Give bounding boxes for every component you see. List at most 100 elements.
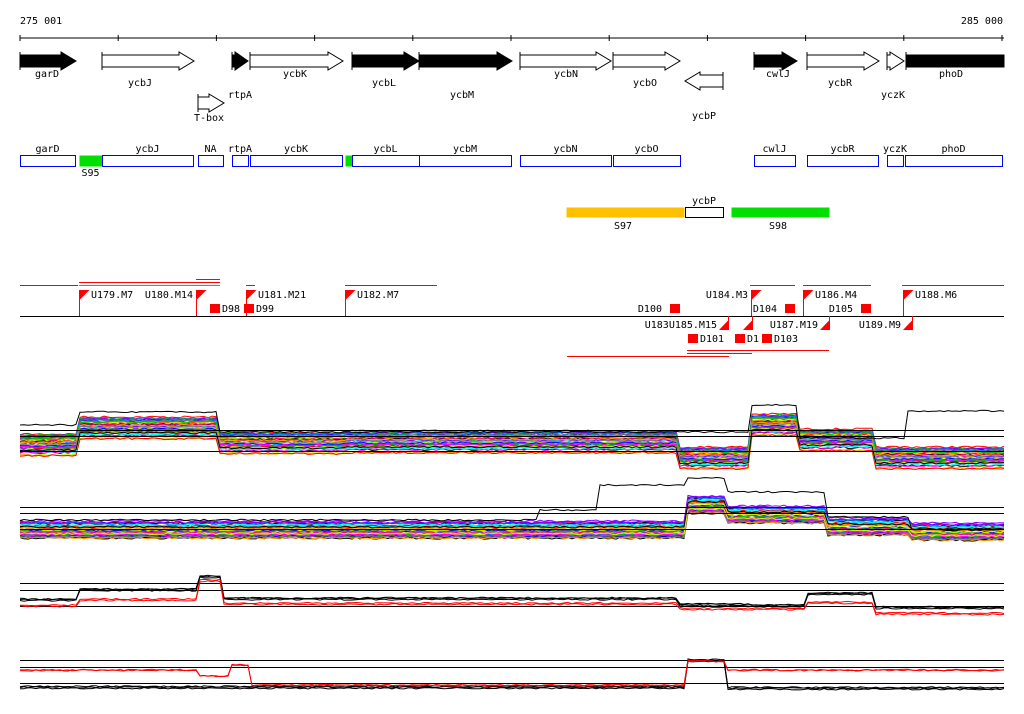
expression-profile-line	[19, 500, 1005, 531]
expression-profile-line	[19, 417, 1005, 454]
gene-arrow-ycbO	[612, 51, 681, 71]
gene-label: T-box	[194, 113, 224, 124]
expression-profile-line	[19, 495, 1005, 526]
annotation-label: ycbL	[373, 144, 397, 155]
expression-profile-line	[19, 476, 1005, 532]
expression-profile-line	[19, 507, 1005, 538]
gene-label: ycbK	[283, 69, 307, 80]
annotation-label: ycbM	[453, 144, 477, 155]
expression-profile-line	[20, 497, 1005, 528]
up-marker-flag-icon	[246, 290, 257, 300]
annotation-label: cwlJ	[762, 144, 786, 155]
expression-profile-line	[19, 510, 1005, 541]
gene-label: cwlJ	[766, 69, 790, 80]
down-box	[210, 304, 220, 313]
gene-label: garD	[35, 69, 59, 80]
down-box-label: D105	[829, 304, 853, 315]
annotation-label: ycbR	[830, 144, 855, 155]
gene-label: yczK	[881, 90, 905, 101]
annotation-label: ycbJ	[135, 144, 159, 155]
segment-label: S97	[614, 221, 632, 232]
annotation-box	[419, 155, 512, 167]
gene-arrow-ycbM	[418, 51, 513, 71]
down-box	[785, 304, 795, 313]
segment-S98	[731, 207, 830, 218]
gene-label: ycbN	[554, 69, 578, 80]
down-box	[244, 304, 254, 313]
gene-label: phoD	[939, 69, 963, 80]
annotation-label: NA	[204, 144, 216, 155]
gene-label: ycbO	[633, 78, 657, 89]
down-marker-label: U189.M9	[859, 320, 901, 331]
gene-label: rtpA	[228, 90, 252, 101]
expression-profile-line	[19, 659, 1005, 690]
annotation-box	[754, 155, 796, 167]
up-marker-label: U186.M4	[815, 290, 857, 301]
annotation-box	[198, 155, 224, 167]
gene-arrow-phoD	[905, 54, 1005, 68]
annotation-box	[613, 155, 681, 167]
down-box	[688, 334, 698, 343]
down-marker-flag-icon	[719, 320, 729, 330]
annotation-label: yczK	[883, 144, 907, 155]
annotation-box	[887, 155, 904, 167]
expression-profile-line	[19, 403, 1005, 440]
up-marker-flag-icon	[196, 290, 207, 300]
up-marker-label: U179.M7	[91, 290, 133, 301]
annotation-label: phoD	[941, 144, 965, 155]
annotation-label: ycbN	[553, 144, 577, 155]
down-marker-label: U187.M19	[770, 320, 818, 331]
expression-profile-line	[19, 660, 1004, 687]
down-box	[670, 304, 680, 313]
annotation-box	[20, 155, 76, 167]
down-box-label: D103	[774, 334, 798, 345]
expression-profile-line	[19, 574, 1005, 609]
ruler-start-label: 275 001	[20, 16, 62, 27]
segment-label: S98	[769, 221, 787, 232]
up-marker-flag-icon	[751, 290, 762, 300]
down-box	[861, 304, 871, 313]
expression-profile-line	[19, 659, 1005, 687]
segment-S97	[566, 207, 685, 218]
gene-arrow-ycbL	[351, 51, 420, 71]
down-marker-flag-icon	[903, 320, 913, 330]
gene-arrow-cwlJ	[753, 51, 798, 71]
annotation-box	[905, 155, 1003, 167]
up-marker-flag-icon	[903, 290, 914, 300]
annotation-label: ycbK	[284, 144, 308, 155]
gene-arrow-garD	[19, 51, 77, 71]
expression-profile-line	[19, 503, 1005, 534]
down-marker-label: U183U185.M15	[645, 320, 717, 331]
expression-profile-line	[19, 430, 1005, 467]
expression-profile-line	[19, 499, 1005, 530]
gene-label: ycbR	[828, 78, 853, 89]
ruler-end-label: 285 000	[961, 16, 1003, 27]
gene-arrow-ycbR	[806, 51, 880, 71]
down-box-label: D1	[747, 334, 759, 345]
annotation-label: ycbO	[634, 144, 658, 155]
segment-ycbP	[685, 207, 724, 218]
annotation-label: garD	[35, 144, 59, 155]
down-box	[735, 334, 745, 343]
gene-arrow-rtpA	[231, 51, 249, 71]
up-marker-flag-icon	[345, 290, 356, 300]
annotation-box	[232, 155, 249, 167]
gene-track: garDycbJT-boxrtpAycbKycbLycbMycbNycbOycb…	[19, 51, 1005, 124]
annotation-box	[345, 155, 353, 167]
up-marker-flag-icon	[79, 290, 90, 300]
gene-label: ycbL	[372, 78, 396, 89]
up-marker-flag-icon	[803, 290, 814, 300]
expression-profile-line	[19, 428, 1005, 465]
gene-arrow-ycbN	[519, 51, 612, 71]
down-box-label: D100	[638, 304, 662, 315]
expression-profile-line	[19, 422, 1005, 459]
expression-profile-line	[19, 427, 1005, 464]
up-marker-label: U184.M3	[706, 290, 748, 301]
gene-arrow-ycbP	[684, 71, 724, 91]
up-marker-label: U180.M14	[145, 290, 193, 301]
annotation-box	[807, 155, 879, 167]
